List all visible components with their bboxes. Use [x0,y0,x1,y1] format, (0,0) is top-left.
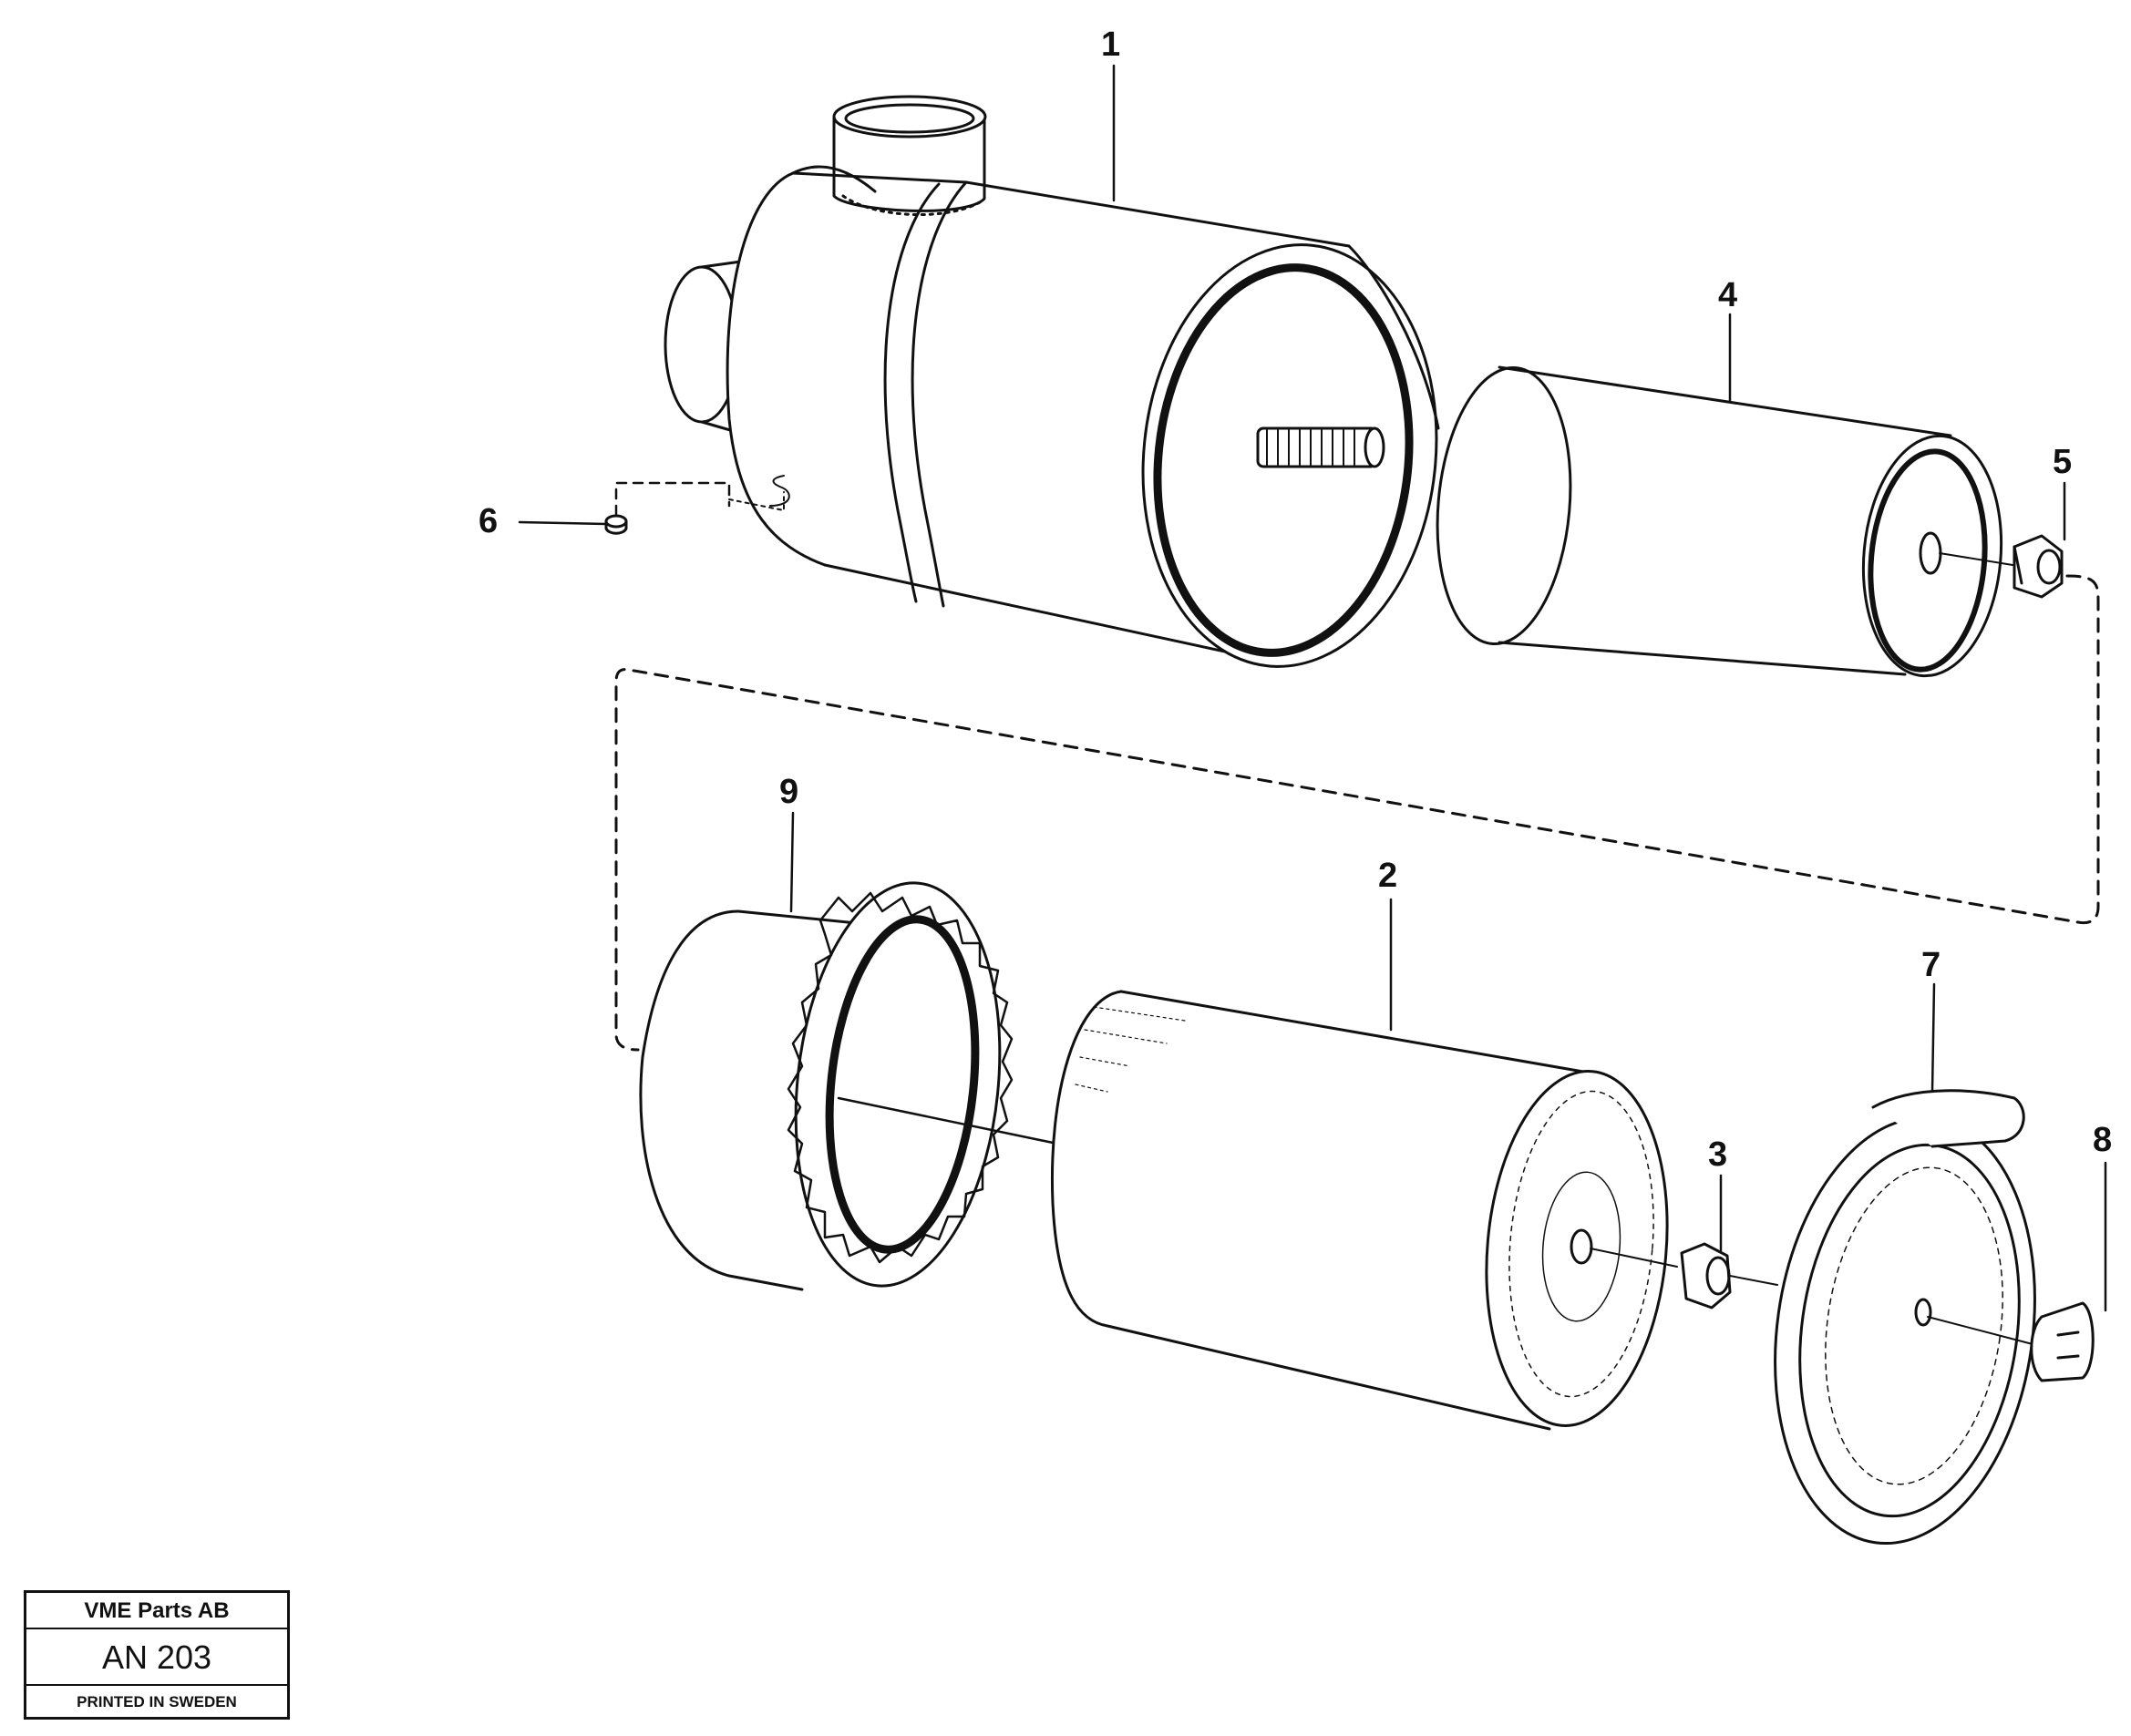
plug-part-6 [604,514,628,535]
callout-6: 6 [479,502,499,540]
nut-part-5 [2013,534,2064,599]
callout-4: 4 [1718,276,1738,314]
callout-5: 5 [2053,443,2073,481]
drawing-code: AN 203 [26,1629,287,1686]
pre-cleaner-part-9 [639,881,1014,1291]
plug-link-line [614,481,731,517]
callout-2: 2 [1378,857,1398,895]
axis-line-1 [837,1096,1059,1145]
wing-nut-part-8 [2030,1301,2095,1382]
printed-note: PRINTED IN SWEDEN [77,1693,237,1710]
callout-8: 8 [2093,1121,2113,1159]
nut-part-3 [1680,1242,1778,1310]
callout-1: 1 [1101,26,1121,64]
company-name: VME Parts AB [26,1593,287,1629]
end-cover-part-7 [1774,1089,2036,1546]
assembly-link-line [614,574,2100,1052]
callout-3: 3 [1708,1135,1728,1174]
housing-part-1 [664,95,1440,668]
callout-7: 7 [1921,946,1941,984]
title-block: VME Parts AB AN 203 PRINTED IN SWEDEN [24,1590,290,1720]
filter-element-part-2 [1050,990,1678,1431]
safety-filter-part-4 [1436,365,2013,678]
leader-lines [518,64,2107,1312]
callout-9: 9 [779,773,799,811]
